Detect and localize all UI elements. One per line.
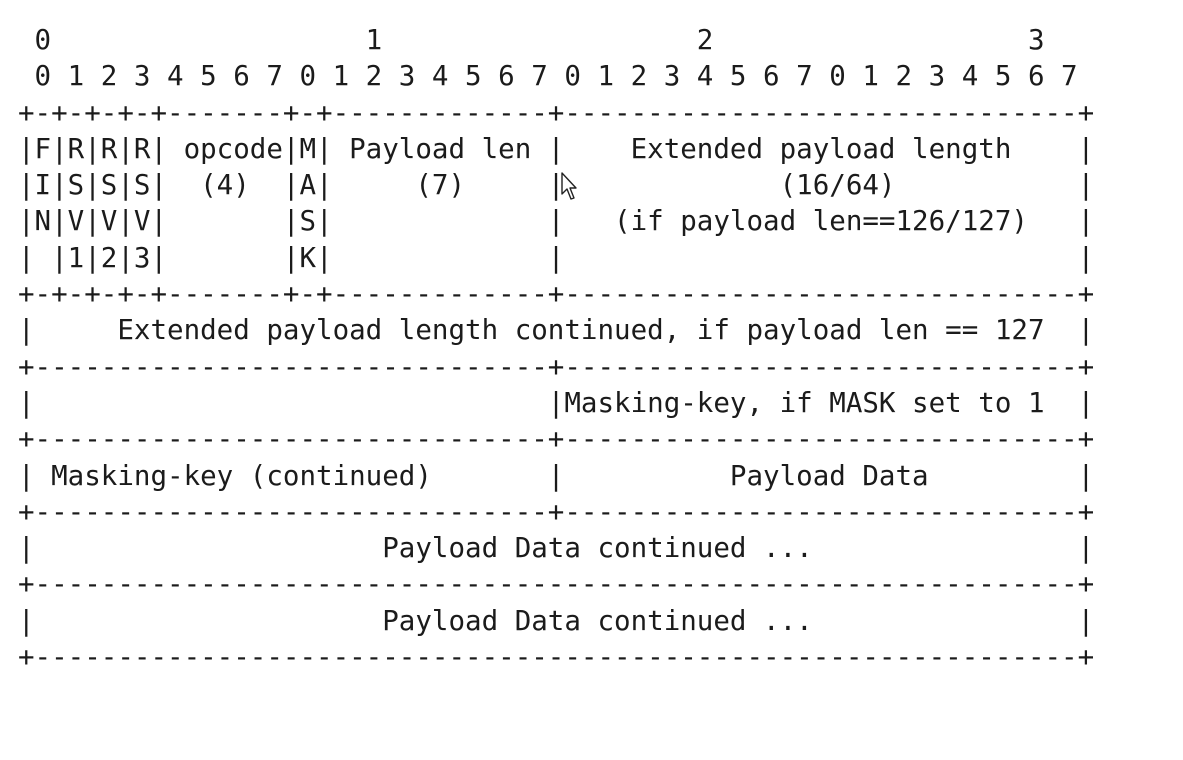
- websocket-frame-diagram: 0 1 2 3 0 1 2 3 4 5 6 7 0 1 2 3 4 5 6 7 …: [18, 22, 1094, 675]
- diagram-line: +-------------------------------+-------…: [18, 423, 1095, 456]
- diagram-line: |F|R|R|R| opcode|M| Payload len | Extend…: [18, 132, 1095, 165]
- diagram-line: | |1|2|3| |K| | |: [18, 241, 1095, 274]
- diagram-line: +---------------------------------------…: [18, 641, 1095, 674]
- diagram-line: 0 1 2 3: [18, 24, 1045, 56]
- diagram-line: | Payload Data continued ... |: [18, 604, 1095, 637]
- diagram-line: 0 1 2 3 4 5 6 7 0 1 2 3 4 5 6 7 0 1 2 3 …: [18, 60, 1078, 93]
- diagram-line: +---------------------------------------…: [18, 568, 1095, 601]
- diagram-line: +-------------------------------+-------…: [18, 495, 1095, 528]
- diagram-line: |I|S|S|S| (4) |A| (7) | (16/64) |: [18, 169, 1095, 202]
- mouse-pointer-icon: [561, 172, 577, 200]
- diagram-line: +-+-+-+-+-------+-+-------------+-------…: [18, 278, 1095, 311]
- diagram-line: | Payload Data continued ... |: [18, 532, 1095, 565]
- diagram-line: |N|V|V|V| |S| | (if payload len==126/127…: [18, 205, 1095, 238]
- diagram-line: | Masking-key (continued) | Payload Data…: [18, 459, 1095, 492]
- diagram-line: | |Masking-key, if MASK set to 1 |: [18, 386, 1095, 419]
- diagram-line: +-+-+-+-+-------+-+-------------+-------…: [18, 96, 1095, 129]
- diagram-line: +-------------------------------+-------…: [18, 350, 1095, 383]
- diagram-line: | Extended payload length continued, if …: [18, 314, 1095, 347]
